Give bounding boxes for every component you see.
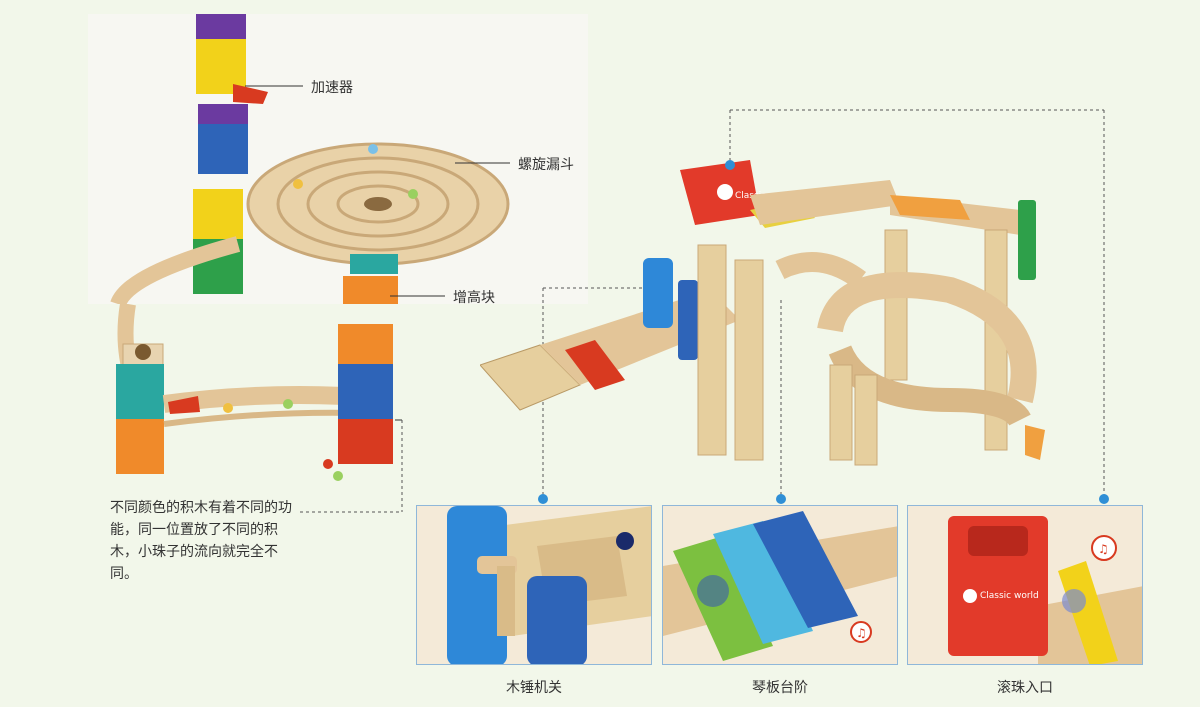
callout-dot-entry [725, 160, 735, 170]
right-product-photo: Classic world [479, 150, 1080, 470]
hammer-switch-illustration [417, 506, 651, 664]
detail-thumb-ball-entry: Classic world ♫ [907, 505, 1143, 665]
left-product-photo [88, 14, 588, 308]
detail-thumb-xylophone: ♫ [662, 505, 898, 665]
callout-dot-ball-entry [1099, 494, 1109, 504]
description-text: 不同颜色的积木有着不同的功能，同一位置放了不同的积木，小珠子的流向就完全不同。 [110, 500, 292, 582]
left-photo-lower [88, 302, 418, 504]
caption-xylophone: 琴板台阶 [752, 680, 808, 696]
label-riser-block: 增高块 [453, 290, 495, 306]
marble-run-spiral-illustration [88, 14, 588, 308]
label-spiral-funnel: 螺旋漏斗 [518, 157, 574, 173]
marble-run-xylophone-illustration: Classic world [479, 160, 1045, 466]
music-note-icon: ♫ [1098, 542, 1109, 556]
music-note-icon: ♫ [856, 626, 867, 640]
ball-entry-illustration: Classic world ♫ [908, 506, 1142, 664]
caption-hammer: 木锤机关 [506, 680, 562, 696]
callout-dot-hammer [538, 494, 548, 504]
detail-thumb-hammer [416, 505, 652, 665]
callout-dot-xylophone [776, 494, 786, 504]
label-accelerator: 加速器 [311, 80, 353, 96]
caption-ball-entry: 滚珠入口 [997, 680, 1053, 696]
xylophone-steps-illustration: ♫ [663, 506, 897, 664]
brand-logo-text-thumb: Classic world [980, 591, 1039, 601]
marble-run-base-illustration [116, 302, 393, 481]
